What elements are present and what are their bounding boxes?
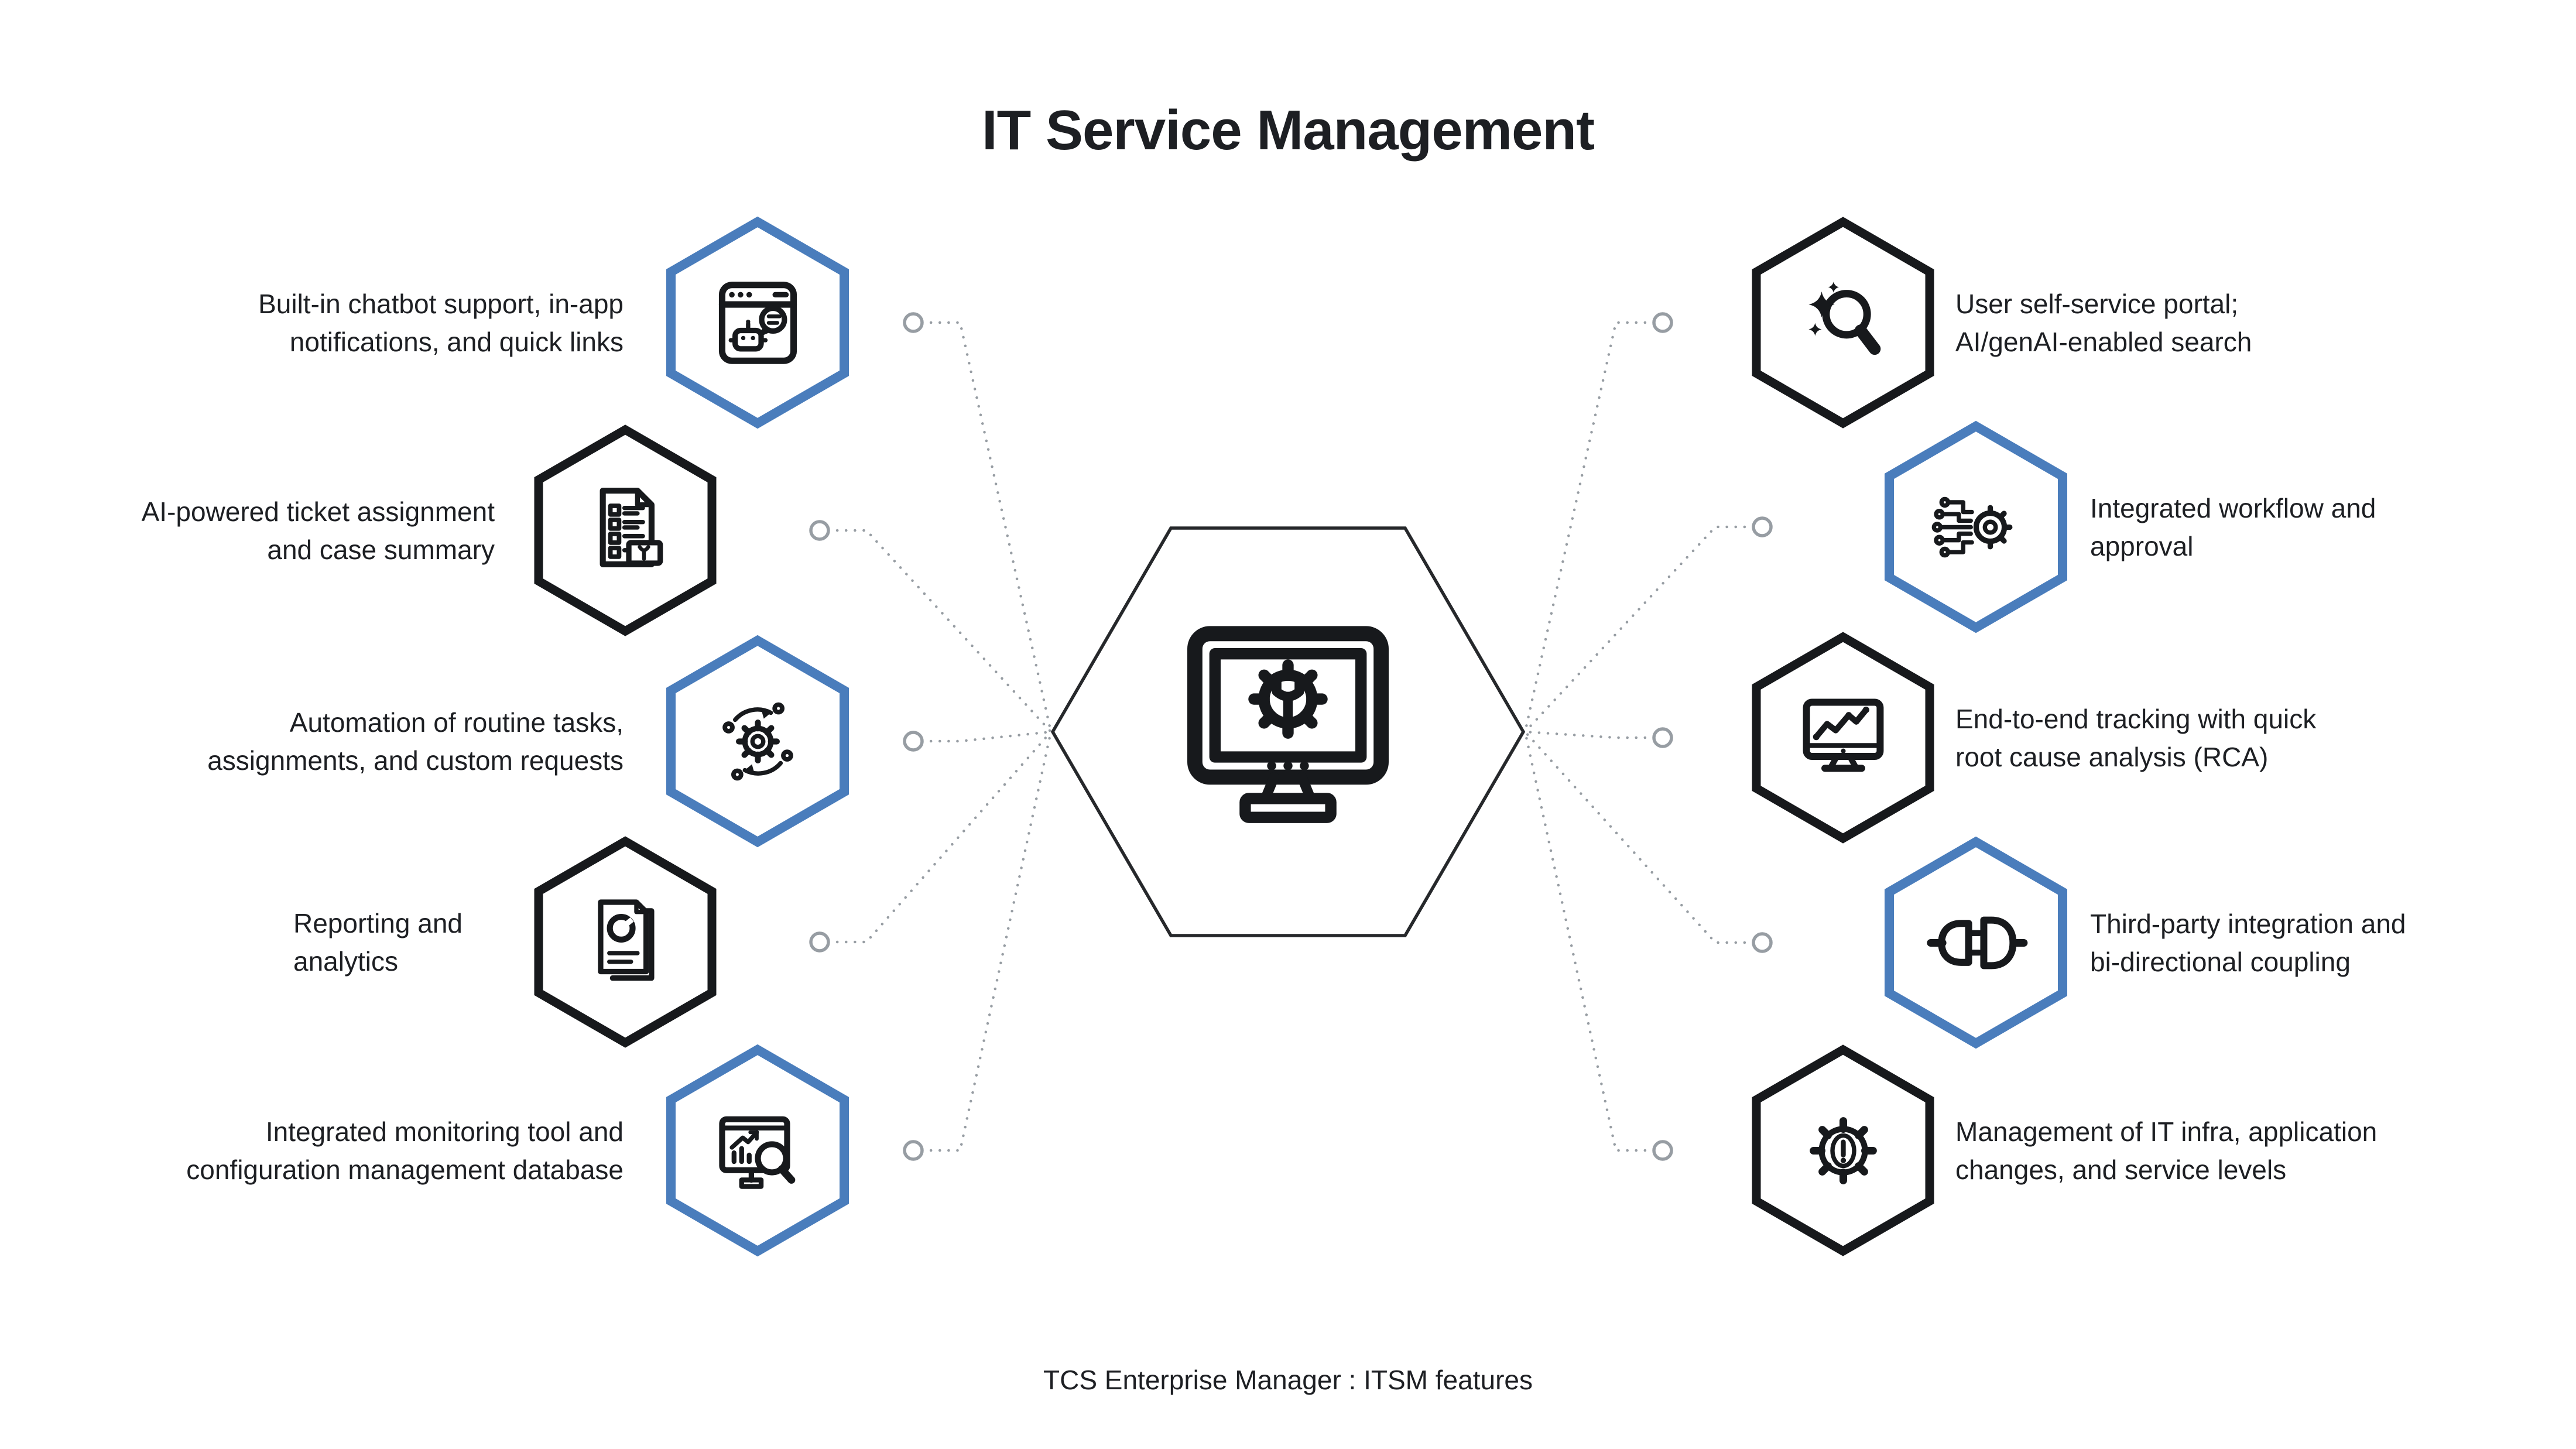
monitoring-cmdb-icon: [719, 1116, 796, 1189]
tracking-monitor-icon: [1803, 698, 1884, 772]
feature-label-chatbot: Built-in chatbot support, in-app notific…: [258, 289, 624, 357]
hexagon-it-management: [1752, 1044, 1934, 1256]
hexagon-self-service: [1752, 217, 1934, 429]
hexagon-reporting: [534, 836, 717, 1048]
automation-gear-icon: [722, 702, 793, 781]
ticket-checklist-icon: [600, 487, 663, 567]
feature-label-tracking: End-to-end tracking with quick root caus…: [1955, 704, 2317, 772]
hexagon-automation: [666, 635, 849, 847]
feature-label-self-service: User self-service portal; AI/genAI-enabl…: [1955, 289, 2252, 357]
connector-right-1: [1523, 312, 1673, 734]
feature-label-reporting: Reporting and analytics: [293, 908, 463, 977]
footer-caption: TCS Enterprise Manager : ITSM features: [1043, 1365, 1533, 1395]
connector-left-1: [903, 312, 1053, 734]
monitor-gear-wrench-icon: [1187, 626, 1389, 823]
hexagon-chatbot: [666, 217, 849, 429]
connector-right-5: [1523, 730, 1673, 1161]
feature-label-ticket: AI-powered ticket assignment and case su…: [141, 496, 495, 565]
connector-right-4: [1523, 730, 1773, 953]
gear-alert-icon: [1810, 1117, 1877, 1184]
hexagon-tracking: [1752, 632, 1934, 844]
connector-right-3: [1523, 727, 1673, 748]
hexagon-ticket: [534, 424, 717, 636]
connector-right-2: [1523, 516, 1773, 734]
page-title: IT Service Management: [981, 99, 1595, 162]
hexagon-monitoring: [666, 1044, 849, 1256]
connector-left-5: [903, 730, 1053, 1161]
hexagon-workflow: [1885, 421, 2067, 633]
feature-label-workflow: Integrated workflow and approval: [2090, 493, 2376, 561]
feature-label-integration: Third-party integration and bi-direction…: [2090, 909, 2406, 977]
report-analytics-icon: [598, 899, 655, 981]
plug-integration-icon: [1927, 916, 2028, 970]
feature-label-it-management: Management of IT infra, application chan…: [1955, 1116, 2378, 1185]
chatbot-browser-icon: [718, 282, 797, 364]
ai-search-icon: [1808, 282, 1881, 355]
workflow-gear-icon: [1931, 496, 2013, 558]
connector-left-3: [903, 730, 1053, 752]
feature-label-automation: Automation of routine tasks, assignments…: [207, 707, 624, 776]
hexagon-integration: [1885, 837, 2067, 1049]
center-hexagon: [1051, 526, 1525, 937]
feature-label-monitoring: Integrated monitoring tool and configura…: [186, 1116, 624, 1185]
